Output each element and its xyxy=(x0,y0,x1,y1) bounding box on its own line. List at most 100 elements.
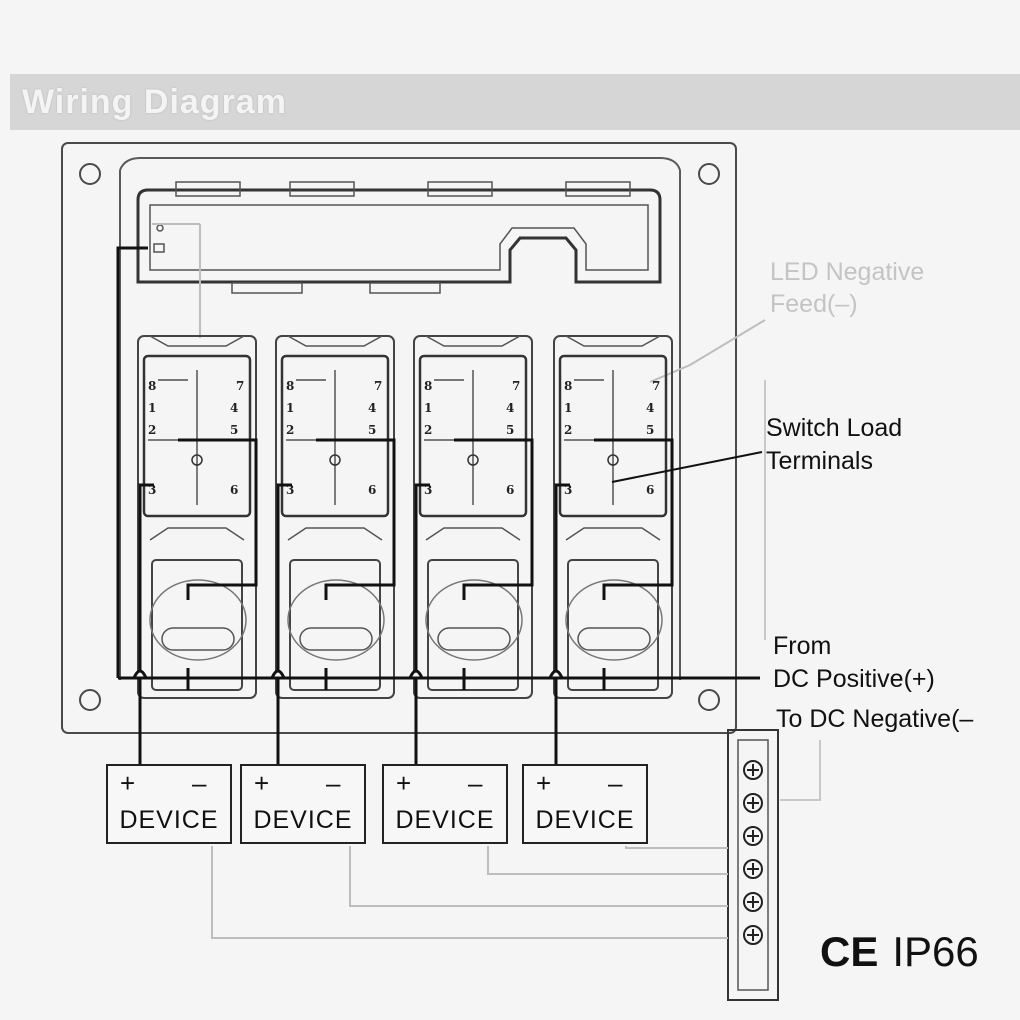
terminal-label-1: 1 xyxy=(424,401,432,415)
led-bus-bar xyxy=(136,181,662,294)
rocker-cap xyxy=(567,559,659,691)
panel-inner-frame xyxy=(119,157,681,680)
switch-top-clip xyxy=(149,335,245,347)
from-label: From xyxy=(773,632,832,660)
ip-rating: IP66 xyxy=(892,928,979,975)
device-box-2: + – DEVICE xyxy=(240,764,366,844)
switch-jumper-wire xyxy=(178,438,258,600)
device-negative-leads xyxy=(211,846,728,939)
title-bar xyxy=(10,74,1020,130)
terminal-screw-slot xyxy=(747,929,759,941)
device-label: DEVICE xyxy=(535,806,635,834)
terminal-screw xyxy=(743,793,763,813)
led-negative-label-line2: Feed(–) xyxy=(770,290,858,318)
rocker-nut xyxy=(287,579,385,661)
panel-mount-hole-top-left xyxy=(79,163,101,185)
switch-top-clip xyxy=(287,335,383,347)
switch-terminal-body xyxy=(418,354,528,518)
switch-jumper-wire xyxy=(316,438,396,600)
panel-mount-hole-top-right xyxy=(698,163,720,185)
device-box-3: + – DEVICE xyxy=(382,764,508,844)
terminal-label-6: 6 xyxy=(506,483,514,497)
ce-mark: CE xyxy=(820,928,879,975)
switch-center-pin xyxy=(191,454,203,466)
switch-panel xyxy=(61,142,737,734)
device-minus-terminal: – xyxy=(468,768,483,798)
terminal-label-7: 7 xyxy=(374,379,382,393)
terminal-label-7: 7 xyxy=(652,379,660,393)
device-plus-terminal: + xyxy=(536,768,552,798)
switch-center-pin xyxy=(467,454,479,466)
device-plus-terminal: + xyxy=(396,768,412,798)
terminal-label-4: 4 xyxy=(646,401,654,415)
switch-terminal-body xyxy=(142,354,252,518)
terminal-label-3: 3 xyxy=(286,483,294,497)
terminal-label-5: 5 xyxy=(506,423,514,437)
faint-lead-right xyxy=(764,380,821,801)
device-minus-terminal: – xyxy=(608,768,623,798)
dc-positive-bus-wire xyxy=(116,246,148,678)
switch-bottom-clip xyxy=(565,527,661,541)
wire-crossover-hop xyxy=(548,669,564,679)
terminal-label-7: 7 xyxy=(512,379,520,393)
terminal-label-4: 4 xyxy=(230,401,238,415)
dc-negative-label: To DC Negative(– xyxy=(776,705,974,733)
rocker-window xyxy=(161,627,235,651)
dc-positive-label: DC Positive(+) xyxy=(773,665,935,693)
rocker-cap xyxy=(151,559,243,691)
terminal-label-3: 3 xyxy=(564,483,572,497)
switch-load-label-line1: Switch Load xyxy=(766,414,903,442)
device-plus-terminal: + xyxy=(254,768,270,798)
device-box-1: + – DEVICE xyxy=(106,764,232,844)
diagram-title: Wiring Diagram xyxy=(22,83,287,121)
rocker-window xyxy=(437,627,511,651)
rocker-cap xyxy=(427,559,519,691)
switch-center-pin xyxy=(607,454,619,466)
led-negative-arrow-line xyxy=(649,319,766,383)
device-label: DEVICE xyxy=(395,806,495,834)
terminal-screw xyxy=(743,826,763,846)
terminal-label-5: 5 xyxy=(368,423,376,437)
led-negative-label-line1: LED Negative xyxy=(770,258,925,286)
terminal-label-8: 8 xyxy=(148,379,156,393)
terminal-screw-slot xyxy=(747,863,759,875)
wire-crossover-hop xyxy=(408,669,424,679)
terminal-label-6: 6 xyxy=(368,483,376,497)
terminal-screw xyxy=(743,859,763,879)
terminal-block xyxy=(727,729,779,1001)
switch-center-pin xyxy=(329,454,341,466)
device-box-4: + – DEVICE xyxy=(522,764,648,844)
device-minus-terminal: – xyxy=(192,768,207,798)
switch-bottom-clip xyxy=(425,527,521,541)
terminal-label-1: 1 xyxy=(286,401,294,415)
terminal-label-6: 6 xyxy=(230,483,238,497)
terminal-label-3: 3 xyxy=(148,483,156,497)
terminal-label-5: 5 xyxy=(230,423,238,437)
switch-bottom-clip xyxy=(149,527,245,541)
switch-top-clip xyxy=(425,335,521,347)
switch-load-pointer xyxy=(611,451,763,483)
terminal-label-2: 2 xyxy=(148,423,156,437)
device-minus-terminal: – xyxy=(326,768,341,798)
terminal-label-8: 8 xyxy=(286,379,294,393)
terminal-screw xyxy=(743,760,763,780)
terminal-label-8: 8 xyxy=(564,379,572,393)
terminal-screw-slot xyxy=(747,830,759,842)
terminal-label-1: 1 xyxy=(564,401,572,415)
terminal-screw xyxy=(743,892,763,912)
wire-crossover-hop xyxy=(132,669,148,679)
device-label: DEVICE xyxy=(119,806,219,834)
rocker-window xyxy=(577,627,651,651)
rocker-nut xyxy=(425,579,523,661)
terminal-label-1: 1 xyxy=(148,401,156,415)
panel-mount-hole-bottom-right xyxy=(698,689,720,711)
terminal-label-3: 3 xyxy=(424,483,432,497)
switch-jumper-wire xyxy=(454,438,534,600)
switch-jumper-wire xyxy=(594,438,674,600)
